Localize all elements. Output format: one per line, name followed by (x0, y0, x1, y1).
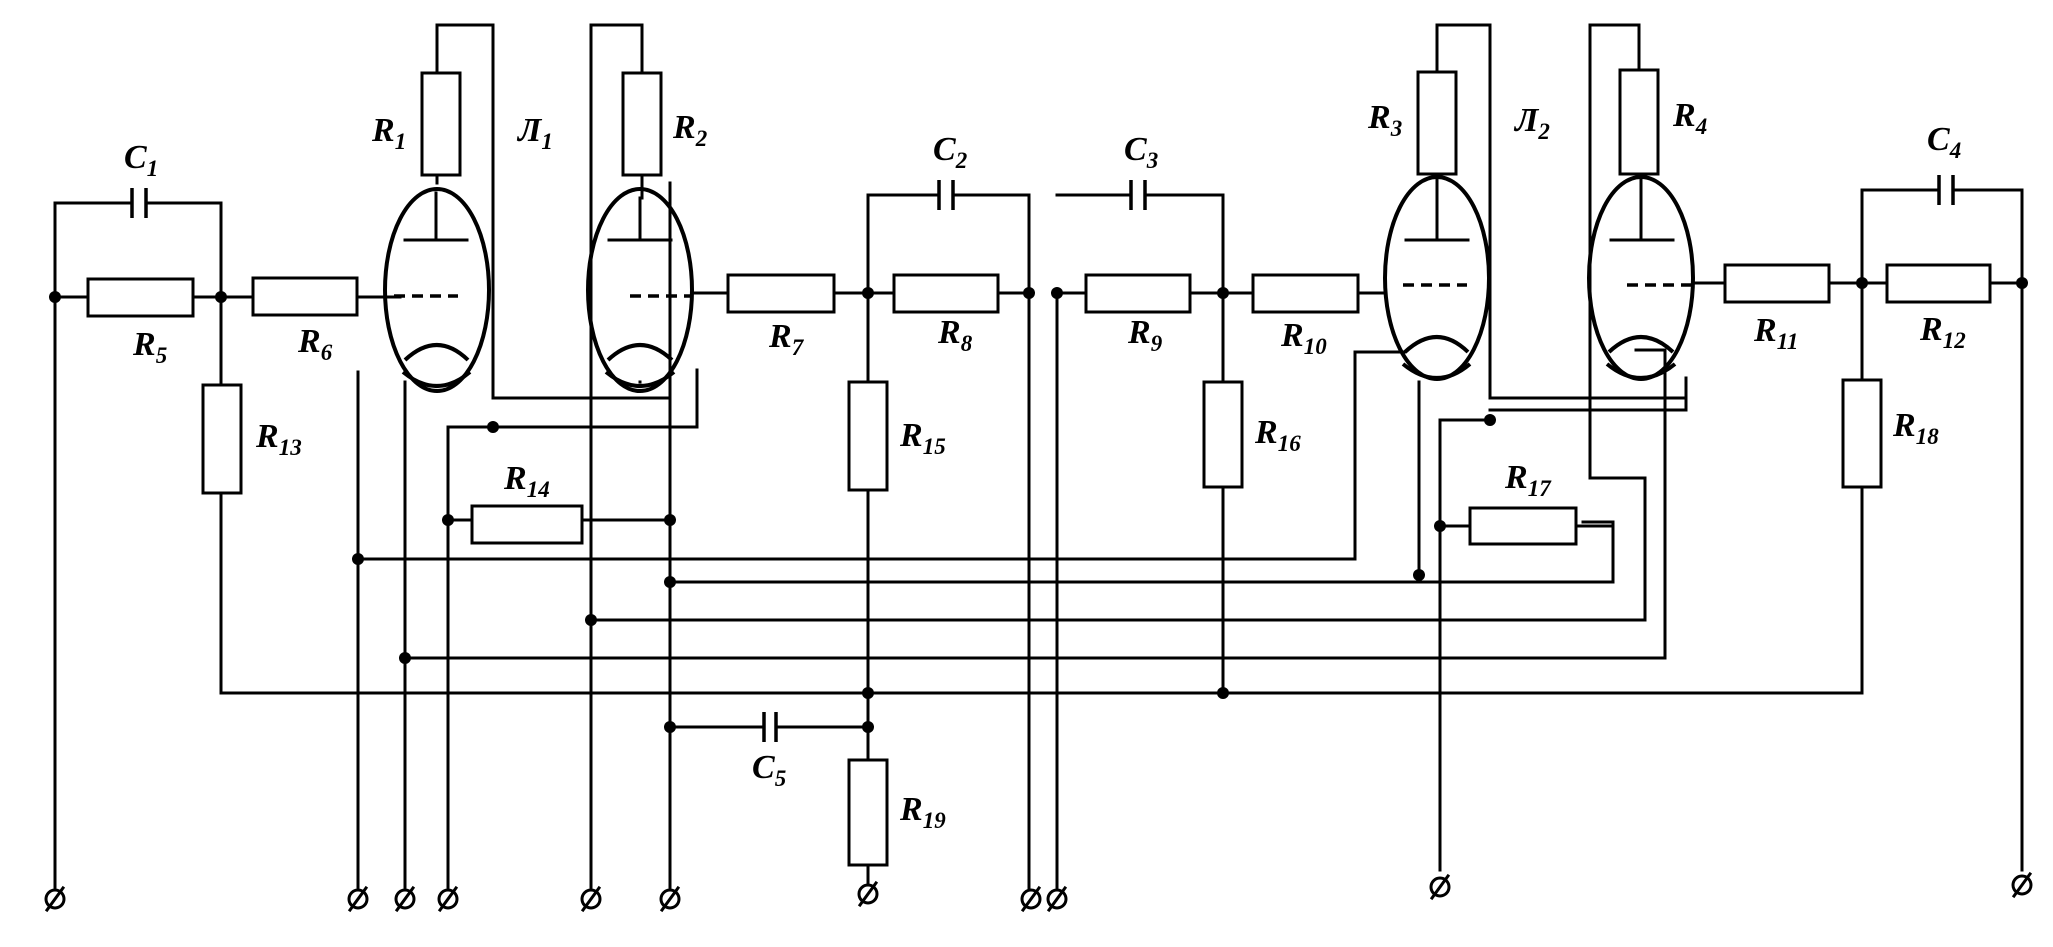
terminal (1046, 885, 1068, 913)
terminal (2011, 871, 2033, 899)
label-r7: R7 (768, 318, 805, 360)
resistor-r15 (847, 380, 889, 492)
resistor-r12 (1885, 263, 1992, 304)
label-r8: R8 (937, 314, 973, 356)
terminal (857, 880, 879, 908)
label-r19: R19 (899, 791, 946, 833)
label-r15: R15 (899, 417, 946, 459)
label-r3: R3 (1367, 99, 1402, 141)
resistor-r9 (1084, 273, 1192, 314)
label-r10: R10 (1280, 317, 1327, 359)
resistor-r4 (1618, 68, 1660, 176)
capacitor-c3 (1129, 180, 1147, 210)
label-r1: R1 (371, 112, 406, 154)
label-c4: C4 (1927, 121, 1961, 163)
terminal (394, 885, 416, 913)
resistor-r16 (1202, 380, 1244, 489)
label-r9: R9 (1127, 314, 1163, 356)
label-l2: Л2 (1513, 102, 1550, 144)
resistor-r14 (470, 504, 584, 545)
terminal (1429, 873, 1451, 901)
capacitor-c1 (130, 188, 148, 218)
label-c3: C3 (1124, 131, 1158, 173)
resistor-r7 (726, 273, 836, 314)
label-r16: R16 (1254, 414, 1301, 456)
capacitor-c5 (762, 712, 778, 742)
label-r18: R18 (1892, 407, 1939, 449)
junctions (49, 277, 2028, 733)
capacitor-c4 (1937, 175, 1955, 205)
wires (53, 23, 2024, 892)
label-r14: R14 (503, 460, 550, 502)
label-r4: R4 (1672, 97, 1707, 139)
resistor-r3 (1416, 70, 1458, 176)
label-r12: R12 (1919, 311, 1966, 353)
tube-l2 (1383, 175, 1695, 381)
terminal (44, 885, 66, 913)
label-c1: C1 (124, 139, 158, 181)
label-r6: R6 (297, 323, 333, 365)
resistor-r18 (1841, 378, 1883, 489)
resistor-r5 (86, 277, 195, 318)
resistor-r10 (1251, 273, 1360, 314)
resistor-r19 (847, 758, 889, 867)
terminal (347, 885, 369, 913)
terminal (580, 885, 602, 913)
terminal (659, 885, 681, 913)
terminal (1020, 885, 1042, 913)
label-r17: R17 (1504, 459, 1552, 501)
label-r5: R5 (132, 326, 167, 368)
terminals (44, 871, 2033, 913)
label-r2: R2 (672, 109, 707, 151)
tube-l1 (383, 187, 694, 393)
label-c2: C2 (933, 131, 967, 173)
label-r11: R11 (1753, 312, 1798, 354)
resistor-r6 (251, 276, 359, 317)
label-l1: Л1 (516, 112, 553, 154)
resistors (86, 68, 1992, 867)
resistor-r17 (1468, 506, 1578, 546)
resistor-r13 (201, 383, 243, 495)
resistor-r2 (621, 71, 663, 177)
label-r13: R13 (255, 418, 302, 460)
resistor-r1 (420, 71, 462, 177)
capacitor-c2 (937, 180, 955, 210)
label-c5: C5 (752, 749, 786, 791)
labels: R1 Л1 R2 R3 Л2 R4 C1 C2 C3 C4 C5 R5 R6 R… (124, 97, 1966, 833)
terminal (437, 885, 459, 913)
resistor-r11 (1723, 263, 1831, 304)
capacitors (130, 175, 1955, 742)
resistor-r8 (892, 273, 1000, 314)
